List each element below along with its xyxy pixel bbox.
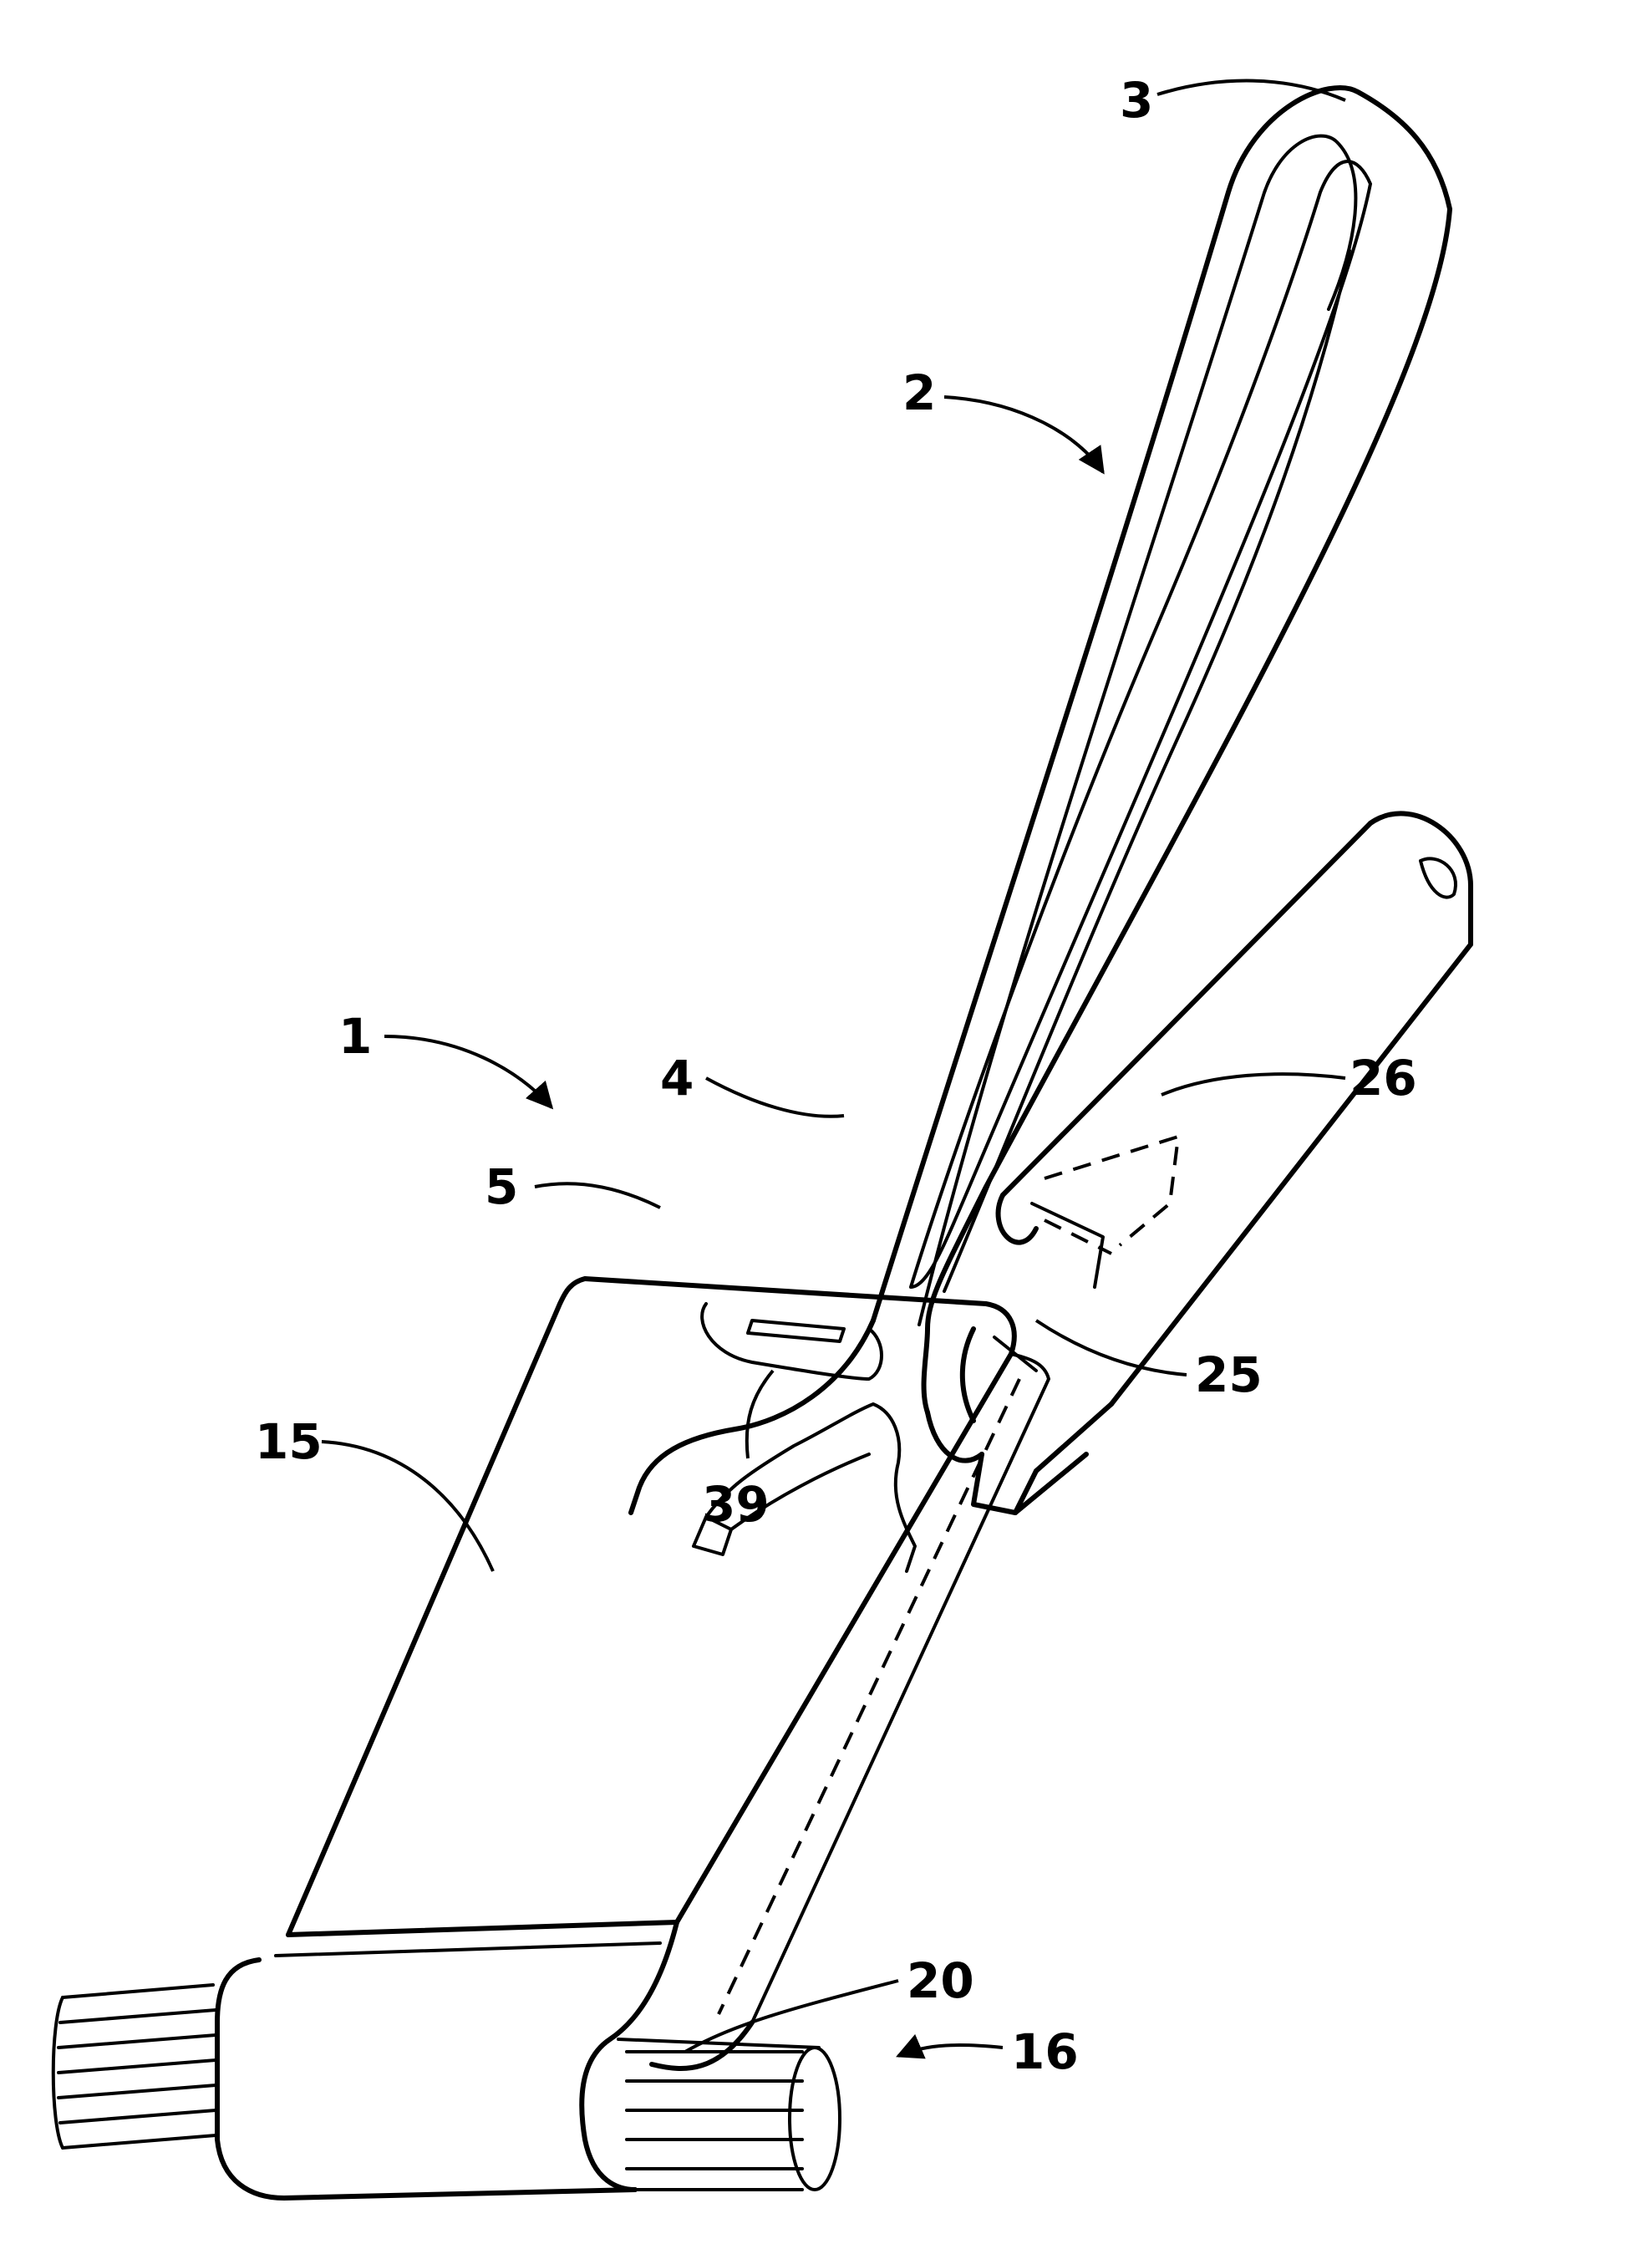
- ref-label-2: 2: [902, 364, 936, 421]
- ref-label-5: 5: [485, 1158, 518, 1215]
- connector-plate: [288, 1279, 1049, 2023]
- ref-label-39: 39: [702, 1476, 770, 1533]
- insulation-sleeve: [999, 813, 1471, 1404]
- ref-label-25: 25: [1195, 1346, 1263, 1403]
- ref-label-4: 4: [660, 1050, 694, 1107]
- ref-label-1: 1: [338, 1008, 372, 1065]
- strand-bundle-left: [53, 1985, 216, 2148]
- wire-barrel: [217, 1922, 840, 2198]
- ref-label-16: 16: [1011, 2023, 1079, 2080]
- ref-label-20: 20: [907, 1952, 974, 2009]
- ref-label-3: 3: [1120, 72, 1153, 129]
- ref-label-26: 26: [1350, 1050, 1417, 1107]
- strand-bundle-right: [627, 2052, 802, 2169]
- ref-label-15: 15: [255, 1413, 323, 1470]
- leader-lines: [322, 81, 1345, 2056]
